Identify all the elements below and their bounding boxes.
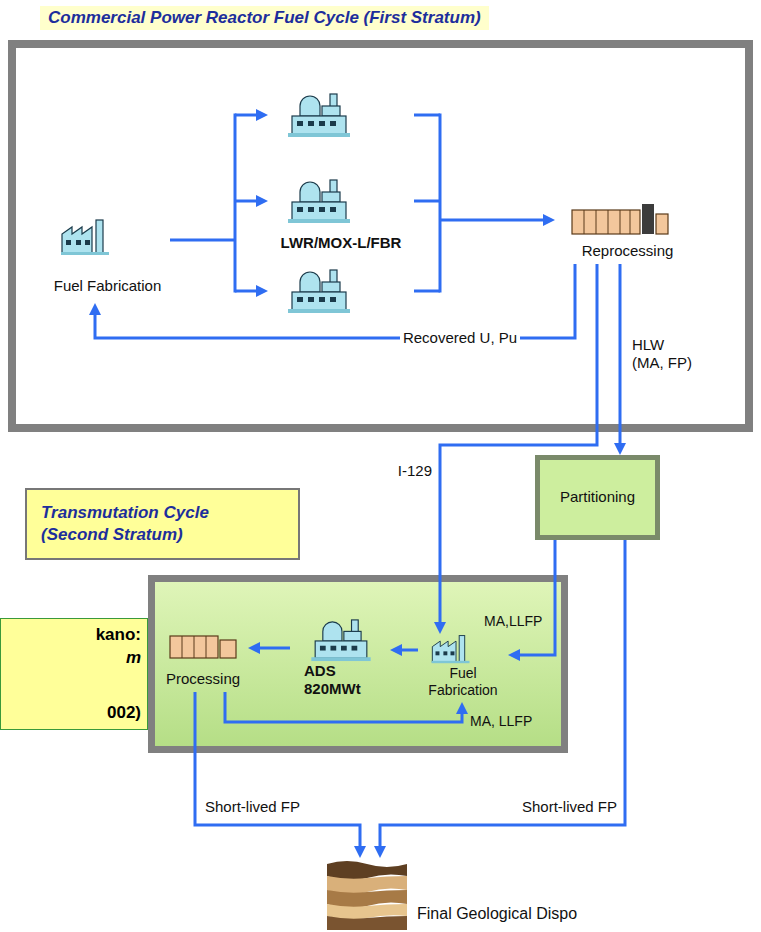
plant-icon	[170, 636, 236, 658]
arrow-line	[402, 649, 418, 652]
flow-arrow	[380, 540, 625, 846]
flow-arrow	[520, 540, 555, 655]
facility-node: Reprocessing	[555, 198, 700, 264]
reactor-node: ADS 820MWt	[290, 618, 390, 700]
node-label: Reprocessing	[582, 242, 674, 260]
flow-arrow	[170, 115, 256, 291]
node-label: m	[126, 648, 141, 668]
node-label: kano:	[96, 625, 141, 645]
arrow-line	[195, 692, 360, 846]
arrow-line	[235, 290, 256, 293]
flow-arrow	[195, 692, 360, 846]
factory-icon	[61, 220, 109, 255]
flow-label: MA, LLFP	[470, 713, 532, 730]
node-label: Fuel Fabrication	[418, 665, 508, 699]
node-label: Fuel Fabrication	[54, 277, 162, 295]
arrow-line	[235, 114, 256, 117]
node-label: 002)	[107, 703, 141, 723]
node-label: ADS 820MWt	[304, 662, 384, 698]
facility-node: Fuel Fabrication	[418, 634, 508, 702]
flow-label: Short-lived FP	[522, 798, 617, 816]
flow-arrow	[225, 692, 462, 722]
reactor-icon	[288, 270, 350, 313]
arrow-line	[440, 264, 597, 622]
flow-label: Recovered U, Pu	[400, 329, 520, 347]
reactor-icon	[311, 620, 370, 661]
flow-arrow	[402, 650, 418, 651]
arrow-line	[170, 239, 235, 242]
arrow-line	[440, 219, 543, 222]
panel-heading: Transmutation Cycle (Second Stratum)	[25, 488, 300, 560]
arrow-line	[414, 114, 440, 117]
node-label: Final Geological Dispo	[417, 904, 577, 923]
reactor-icon	[288, 94, 350, 137]
citation-box: kano: m 002)	[0, 618, 148, 730]
arrow-line	[260, 647, 290, 650]
arrow-line	[520, 540, 555, 655]
flow-arrow	[260, 648, 290, 649]
arrow-line	[234, 115, 237, 291]
flow-arrow	[414, 115, 543, 291]
reactor-group: LWR/MOX-L/FBR	[268, 92, 414, 316]
facility-node: Processing	[158, 628, 248, 692]
node-label: Processing	[166, 670, 240, 688]
flow-arrow	[95, 264, 575, 338]
plant-icon	[572, 204, 668, 234]
flow-label: Short-lived FP	[205, 798, 300, 816]
reactor-icon	[288, 180, 350, 223]
region-fill	[155, 582, 561, 746]
flow-label: MA,LLFP	[484, 613, 542, 630]
node-label: Partitioning	[560, 488, 635, 506]
arrow-line	[380, 540, 625, 846]
panel-heading: Commercial Power Reactor Fuel Cycle (Fir…	[40, 6, 489, 30]
arrow-line	[414, 200, 440, 203]
strata-icon	[327, 861, 407, 930]
arrow-line	[225, 692, 462, 722]
arrow-line	[95, 264, 575, 338]
node-label: LWR/MOX-L/FBR	[281, 234, 402, 252]
flow-arrow	[440, 264, 597, 622]
arrow-line	[439, 115, 442, 291]
disposal-site: Final Geological Dispo	[325, 858, 615, 930]
process-box: Partitioning	[535, 455, 660, 540]
arrow-line	[414, 290, 440, 293]
flow-arrow	[620, 264, 621, 443]
factory-icon	[432, 636, 470, 664]
arrow-line	[235, 200, 256, 203]
facility-node: Fuel Fabrication	[45, 215, 170, 303]
stratum-panel: Commercial Power Reactor Fuel Cycle (Fir…	[8, 40, 753, 432]
flow-label: HLW (MA, FP)	[632, 336, 696, 372]
flow-label: I-129	[398, 462, 432, 480]
arrow-line	[619, 264, 622, 443]
